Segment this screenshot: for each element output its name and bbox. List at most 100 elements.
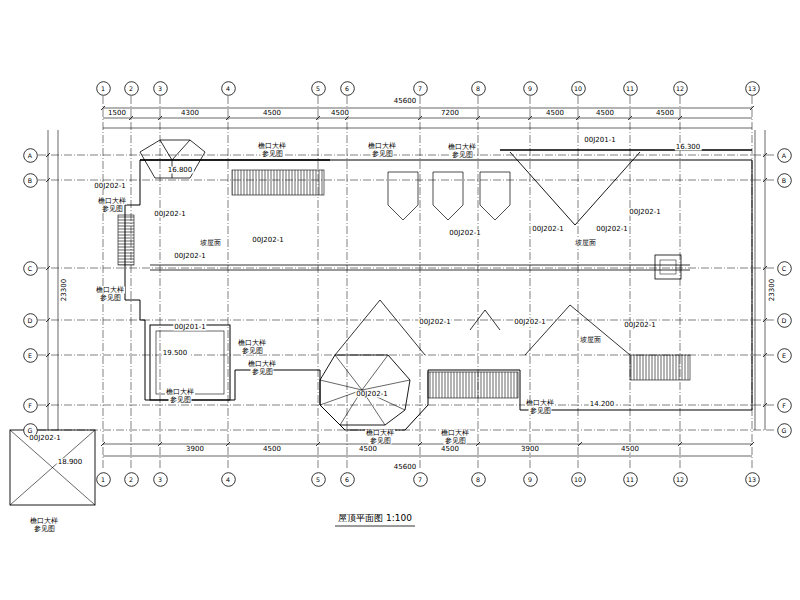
axis-bubble: 6 [340, 81, 355, 96]
axis-number: 4 [221, 472, 236, 487]
axis-number: B [777, 173, 792, 188]
drawing-label: 00J202-1 [153, 211, 186, 218]
axis-number: 8 [471, 81, 486, 96]
drawing-label: 4500 [262, 446, 282, 453]
axis-bubble: D [777, 313, 792, 328]
drawing-label: 檐口大样 [97, 198, 127, 205]
axis-bubble: 1 [96, 81, 111, 96]
axis-bubble: 12 [673, 472, 688, 487]
axis-number: 12 [673, 81, 688, 96]
axis-number: E [23, 348, 38, 363]
drawing-label: 檐口大样 [165, 389, 195, 396]
axis-bubble: 5 [311, 81, 326, 96]
drawing-label: 45600 [393, 464, 417, 471]
drawing-label: 檐口大样 [237, 340, 267, 347]
axis-number: C [777, 261, 792, 276]
drawing-label: 4300 [180, 110, 200, 117]
drawing-label: 3900 [185, 446, 205, 453]
drawing-label: 00J201-1 [583, 137, 616, 144]
axis-bubble: 9 [523, 472, 538, 487]
axis-number: 3 [153, 81, 168, 96]
drawing-label: 19.500 [162, 350, 189, 357]
axis-bubble: B [777, 173, 792, 188]
drawing-label: 参见图 [99, 295, 122, 302]
axis-number: F [23, 398, 38, 413]
drawing-label: 檐口大样 [447, 144, 477, 151]
axis-bubble: A [23, 148, 38, 163]
axis-number: F [777, 398, 792, 413]
axis-bubble: C [23, 261, 38, 276]
drawing-label: 坡屋面 [574, 240, 597, 247]
drawing-label: 3900 [520, 446, 540, 453]
axis-number: B [23, 173, 38, 188]
drawing-label: 檐口大样 [247, 361, 277, 368]
drawing-label: 4500 [440, 446, 460, 453]
drawing-label: 参见图 [369, 438, 392, 445]
drawing-label: 23300 [61, 278, 68, 302]
drawing-label: 00J202-1 [595, 226, 628, 233]
axis-number: D [777, 313, 792, 328]
drawing-label: 00J202-1 [628, 209, 661, 216]
drawing-label: 参见图 [251, 369, 274, 376]
drawing-label: 00J202-1 [93, 183, 126, 190]
axis-number: 1 [96, 472, 111, 487]
axis-bubble: 13 [745, 81, 760, 96]
drawing-label: 参见图 [371, 151, 394, 158]
axis-bubble: 10 [571, 81, 586, 96]
axis-number: 5 [311, 81, 326, 96]
axis-bubble: E [777, 348, 792, 363]
axis-bubble: 4 [221, 472, 236, 487]
axis-bubble: 10 [571, 472, 586, 487]
axis-number: 11 [623, 81, 638, 96]
axis-number: 12 [673, 472, 688, 487]
drawing-label: 参见图 [101, 206, 124, 213]
drawing-label: 参见图 [169, 397, 192, 404]
drawing-label: 檐口大样 [367, 143, 397, 150]
drawing-label: 14.200 [589, 401, 616, 408]
drawing-label: 4500 [262, 110, 282, 117]
drawing-label: 檐口大样 [29, 518, 59, 525]
drawing-label: 4500 [358, 446, 378, 453]
axis-number: 9 [523, 472, 538, 487]
drawing-label: 4500 [545, 110, 565, 117]
axis-bubble: 5 [311, 472, 326, 487]
drawing-label: 00J202-1 [355, 391, 388, 398]
axis-bubble: G [777, 423, 792, 438]
drawing-label: 4500 [595, 110, 615, 117]
axis-number: 6 [340, 81, 355, 96]
axis-number: 7 [413, 81, 428, 96]
drawing-label: 檐口大样 [365, 430, 395, 437]
axis-bubble: 2 [124, 81, 139, 96]
drawing-label: 45600 [393, 98, 417, 105]
axis-number: 1 [96, 81, 111, 96]
axis-bubble: 11 [623, 81, 638, 96]
axis-number: 2 [124, 81, 139, 96]
axis-bubble: C [777, 261, 792, 276]
axis-bubble: 11 [623, 472, 638, 487]
axis-bubble: 7 [413, 81, 428, 96]
axis-bubble: D [23, 313, 38, 328]
drawing-label: 参见图 [241, 348, 264, 355]
axis-number: 8 [471, 472, 486, 487]
drawing-label: 参见图 [444, 438, 467, 445]
drawing-label: 00J202-1 [448, 230, 481, 237]
axis-number: 3 [153, 472, 168, 487]
axis-number: 9 [523, 81, 538, 96]
drawing-label: 参见图 [261, 151, 284, 158]
axis-bubble: 8 [471, 81, 486, 96]
drawing-label: 00J202-1 [418, 319, 451, 326]
drawing-label: 参见图 [451, 152, 474, 159]
axis-number: A [777, 148, 792, 163]
axis-bubble: 12 [673, 81, 688, 96]
axis-number: 6 [340, 472, 355, 487]
drawing-label: 00J202-1 [251, 237, 284, 244]
axis-number: G [777, 423, 792, 438]
axis-number: 11 [623, 472, 638, 487]
axis-bubble: 7 [413, 472, 428, 487]
axis-number: 4 [221, 81, 236, 96]
drawing-label: 00J202-1 [173, 253, 206, 260]
drawing-label: 坡屋面 [579, 337, 602, 344]
axis-number: 2 [124, 472, 139, 487]
drawing-label: 4500 [330, 110, 350, 117]
drawing-label: 16.300 [675, 144, 702, 151]
